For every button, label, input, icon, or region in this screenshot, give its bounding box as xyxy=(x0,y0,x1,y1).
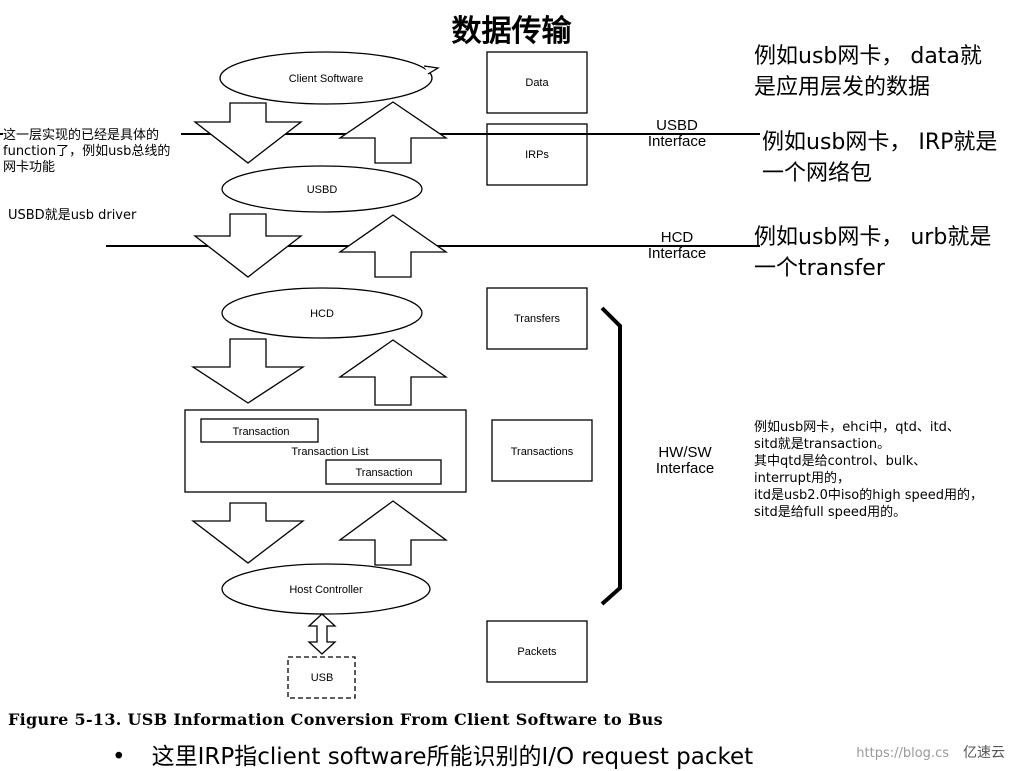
host-controller-label: Host Controller xyxy=(289,584,363,596)
annotation-data: 例如usb网卡， data就 是应用层发的数据 xyxy=(754,41,982,103)
client-software-node: Client Software xyxy=(219,51,440,105)
hcd-interface-line2: Interface xyxy=(647,245,707,262)
up-arrow-1 xyxy=(337,101,449,164)
page-title: 数据传输 xyxy=(451,14,572,49)
data-box-label: Data xyxy=(525,77,549,89)
annotation-data-line2: 是应用层发的数据 xyxy=(754,75,931,100)
hwsw-bracket xyxy=(600,306,622,606)
annotation-ehci: 例如usb网卡，ehci中，qtd、itd、 sitd就是transaction… xyxy=(754,419,983,521)
up-arrow-4 xyxy=(338,500,448,566)
annotation-ehci-line: interrupt用的， xyxy=(754,471,850,486)
annotation-left-usbd: USBD就是usb driver xyxy=(8,208,137,223)
transfers-box: Transfers xyxy=(486,287,588,350)
transfers-box-label: Transfers xyxy=(514,313,561,325)
hcd-interface-label: HCD Interface xyxy=(622,230,732,262)
annotation-data-line1: 例如usb网卡， data就 xyxy=(754,44,982,69)
usb-bidirectional-arrow xyxy=(307,613,337,655)
packets-box-label: Packets xyxy=(517,646,557,658)
transaction-box-2 xyxy=(325,459,442,485)
transaction-list-box: Transaction Transaction List Transaction xyxy=(184,409,467,493)
irps-box: IRPs xyxy=(486,123,588,186)
usb-node: USB xyxy=(287,656,356,699)
transaction-label-1: Transaction xyxy=(232,426,289,438)
hwsw-interface-line1: HW/SW xyxy=(658,444,712,461)
hwsw-interface-label: HW/SW Interface xyxy=(630,445,740,477)
down-arrow-3 xyxy=(190,338,306,404)
bullet-dot: • xyxy=(112,744,126,770)
annotation-ehci-line: 例如usb网卡，ehci中，qtd、itd、 xyxy=(754,420,960,435)
annotation-ehci-line: sitd是给full speed用的。 xyxy=(754,505,907,520)
annotation-left-function: 这一层实现的已经是具体的function了，例如usb总线的网卡功能 xyxy=(3,128,181,176)
annotation-ehci-line: sitd就是transaction。 xyxy=(754,437,891,452)
annotation-ehci-line: 其中qtd是给control、bulk、 xyxy=(754,454,927,469)
bullet-text: 这里IRP指client software所能识别的I/O request pa… xyxy=(151,744,754,770)
transaction-box-1 xyxy=(200,418,319,443)
client-software-label: Client Software xyxy=(289,73,364,85)
usbd-label: USBD xyxy=(307,184,338,196)
up-arrow-3 xyxy=(337,339,449,406)
up-arrow-2 xyxy=(337,214,449,278)
annotation-irp: 例如usb网卡， IRP就是 一个网络包 xyxy=(762,127,997,189)
transactions-box-label: Transactions xyxy=(511,446,574,458)
hcd-node: HCD xyxy=(221,287,423,339)
annotation-urb-line2: 一个transfer xyxy=(754,256,885,281)
hcd-interface-line1: HCD xyxy=(660,229,694,246)
usbd-interface-line1: USBD xyxy=(656,117,698,134)
hcd-label: HCD xyxy=(310,308,334,320)
hwsw-interface-line2: Interface xyxy=(655,460,715,477)
watermark-brand: 亿速云 xyxy=(963,745,1005,761)
packets-box: Packets xyxy=(486,620,588,683)
usbd-interface-label: USBD Interface xyxy=(622,118,732,150)
bullet-point: • 这里IRP指client software所能识别的I/O request p… xyxy=(112,737,753,771)
irps-box-label: IRPs xyxy=(525,149,549,161)
figure-caption: Figure 5-13. USB Information Conversion … xyxy=(8,710,663,729)
usbd-interface-line2: Interface xyxy=(647,133,707,150)
watermark-url: https://blog.cs xyxy=(856,746,949,761)
host-controller-node: Host Controller xyxy=(221,563,431,615)
transaction-list-label: Transaction List xyxy=(291,446,368,458)
annotation-ehci-line: itd是usb2.0中iso的high speed用的， xyxy=(754,488,983,503)
watermark: https://blog.cs 亿速云 xyxy=(856,742,1005,762)
down-arrow-2 xyxy=(193,213,303,278)
down-arrow-4 xyxy=(191,502,305,564)
data-box: Data xyxy=(486,51,588,114)
down-arrow-1 xyxy=(193,102,303,164)
usbd-node: USBD xyxy=(221,165,423,213)
transaction-label-2: Transaction xyxy=(355,467,412,479)
annotation-urb-line1: 例如usb网卡， urb就是 xyxy=(754,225,992,250)
annotation-urb: 例如usb网卡， urb就是 一个transfer xyxy=(754,222,991,284)
annotation-irp-line2: 一个网络包 xyxy=(762,161,873,186)
transactions-box: Transactions xyxy=(491,419,593,482)
usb-label: USB xyxy=(311,672,334,684)
annotation-irp-line1: 例如usb网卡， IRP就是 xyxy=(762,130,998,155)
